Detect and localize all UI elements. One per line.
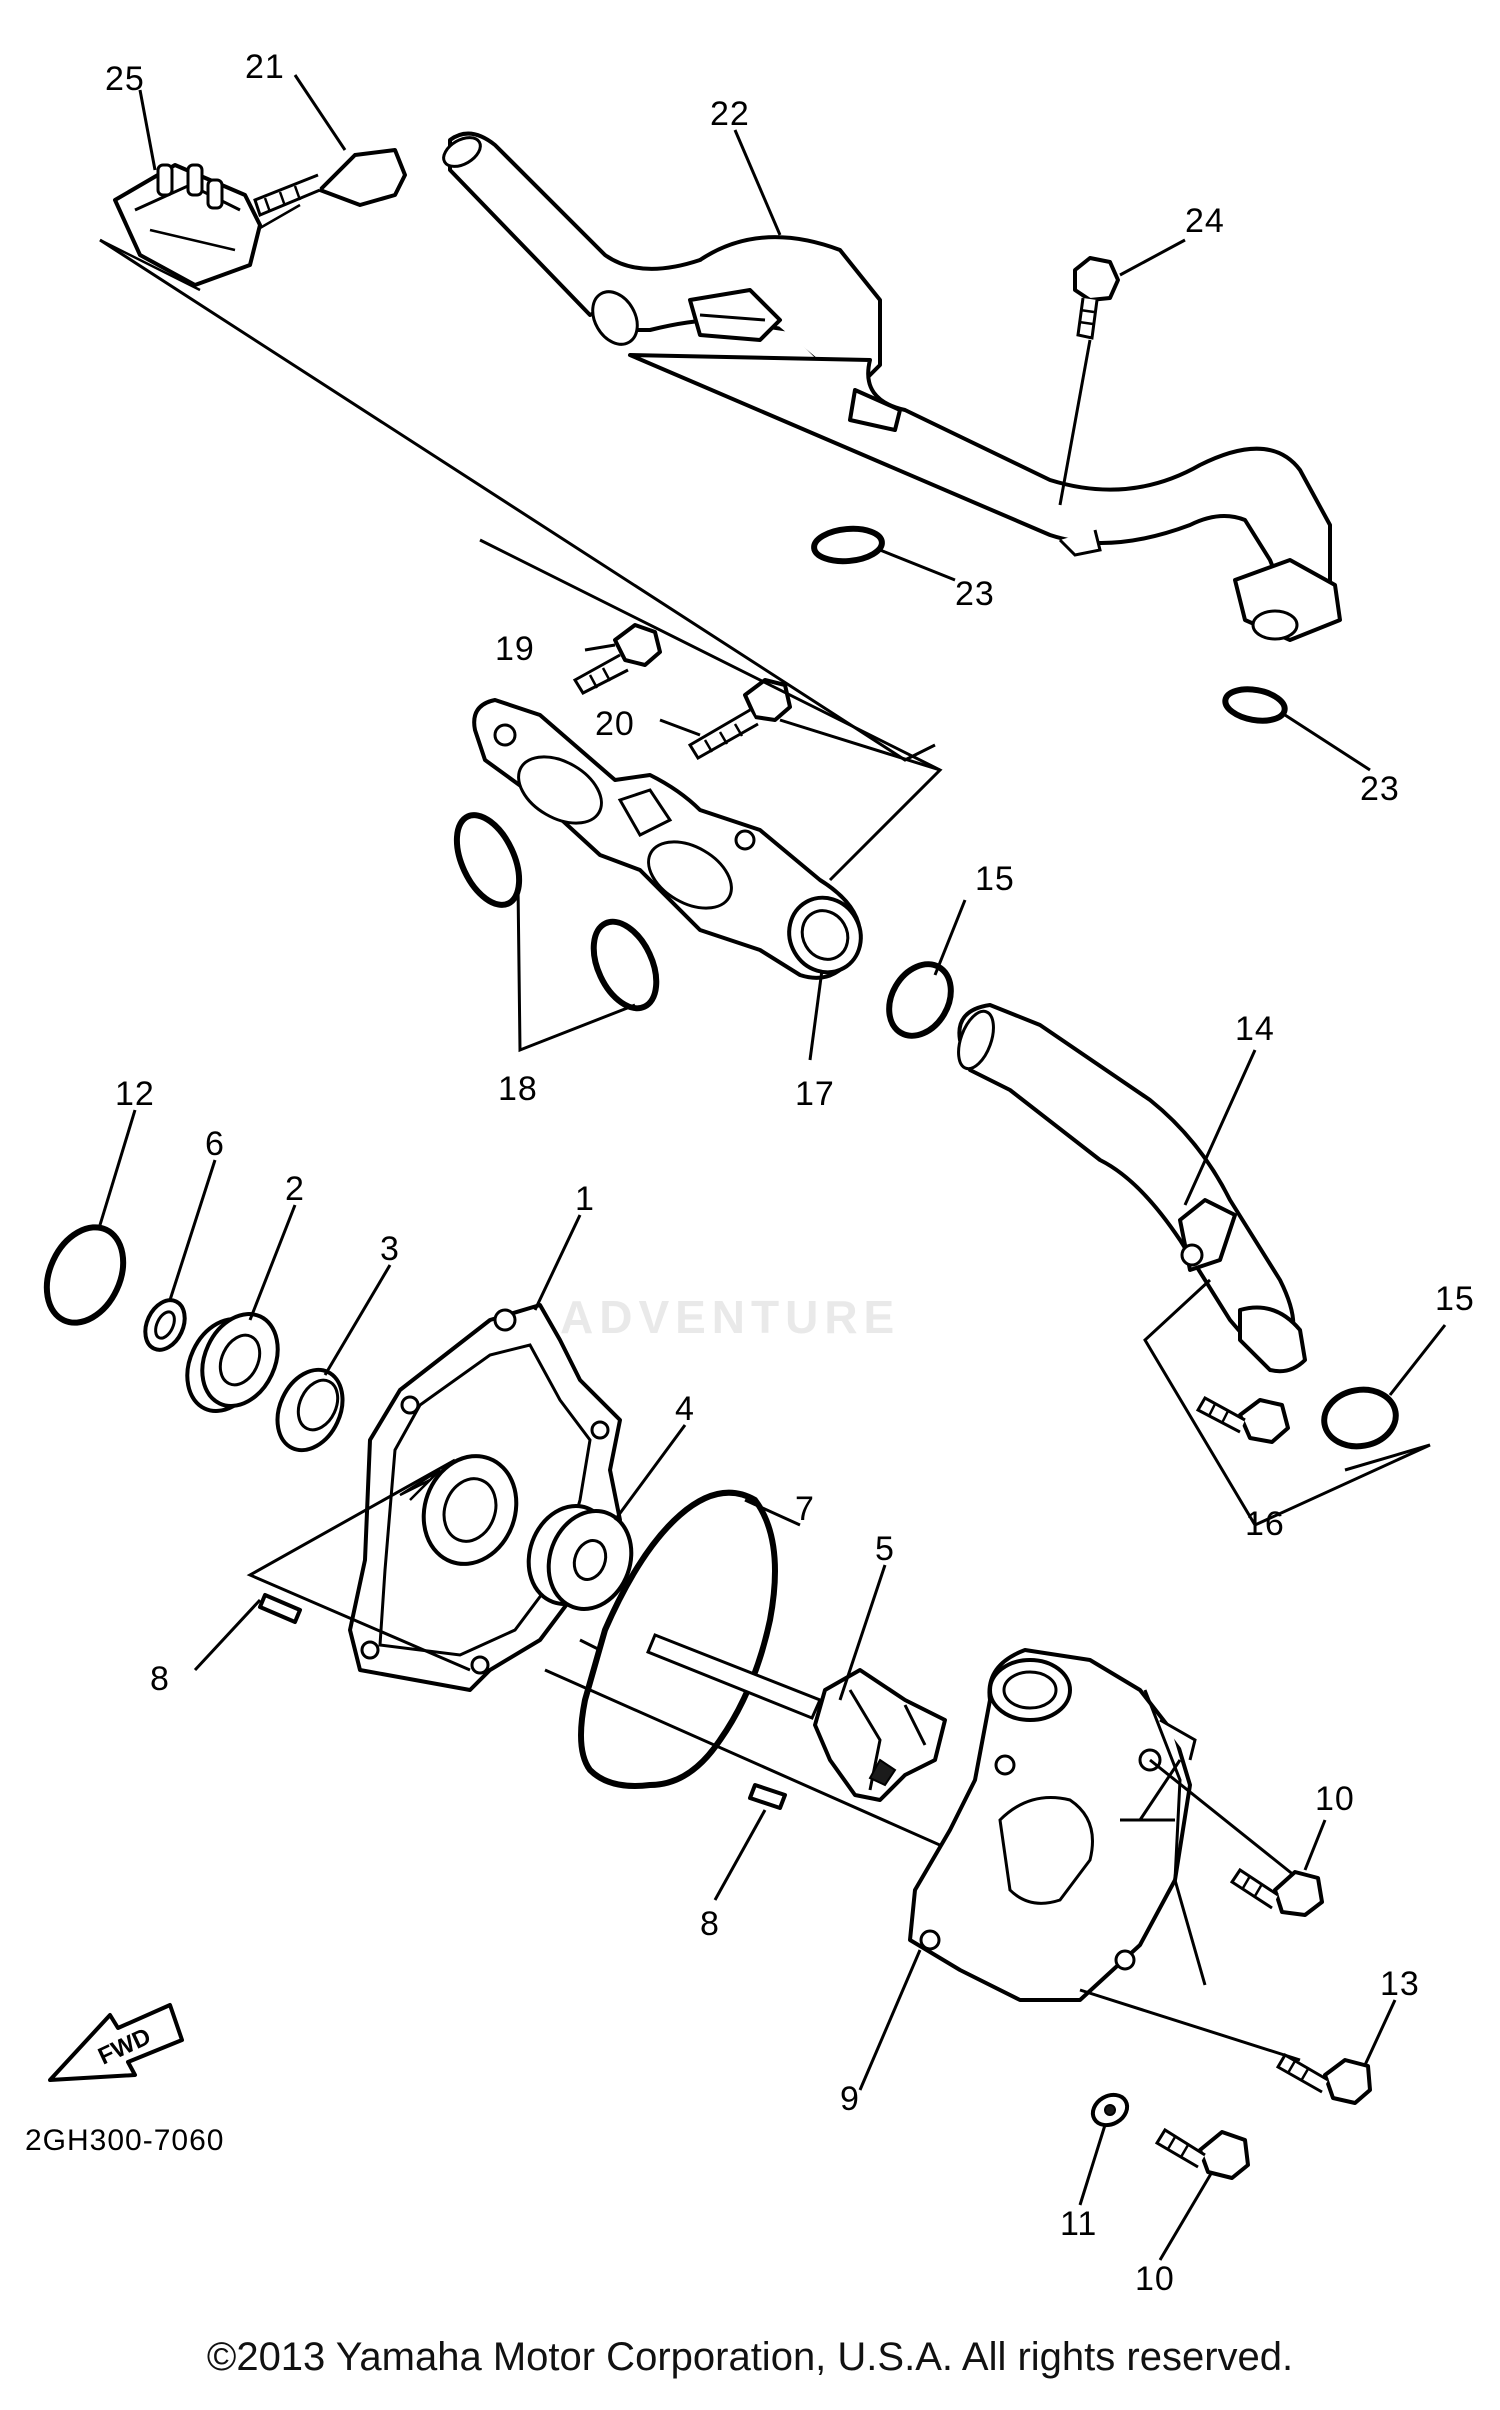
part-24-bolt: [1058, 256, 1120, 506]
callout-22: 22: [710, 95, 750, 133]
callout-20: 20: [595, 705, 635, 743]
part-18-o-ring-a: [453, 812, 523, 908]
part-19-bolt: [572, 623, 662, 695]
part-4-mechanical-seal: [526, 1504, 634, 1611]
callout-17: 17: [795, 1075, 835, 1113]
callout-6: 6: [205, 1125, 225, 1163]
part-8-dowel-pin-b: [748, 1783, 787, 1810]
part-25-bracket: [113, 163, 262, 287]
part-8-dowel-pin-a: [258, 1593, 302, 1624]
callout-15a: 15: [975, 860, 1015, 898]
part-18-o-ring-b: [590, 918, 660, 1012]
callout-2: 2: [285, 1170, 305, 1208]
part-15-o-ring-upper: [886, 961, 954, 1039]
callout-23b: 23: [1360, 770, 1400, 808]
callout-19: 19: [495, 630, 535, 668]
callout-15b: 15: [1435, 1280, 1475, 1318]
callout-1: 1: [575, 1180, 595, 1218]
callout-12: 12: [115, 1075, 155, 1113]
watermark-text: ADVENTURE: [560, 1291, 901, 1343]
callout-8a: 8: [150, 1660, 170, 1698]
callout-3: 3: [380, 1230, 400, 1268]
part-7-gasket: [578, 1489, 778, 1789]
part-21-bolt: [253, 148, 407, 218]
part-14-bypass-hose: [957, 1003, 1307, 1374]
part-17-pipe-joint: [472, 698, 863, 980]
part-9-pump-housing: [908, 1648, 1197, 2002]
callout-16: 16: [1245, 1505, 1285, 1543]
diagram-code: 2GH300-7060: [25, 2124, 224, 2157]
callout-18: 18: [498, 1070, 538, 1108]
callout-11: 11: [1060, 2205, 1097, 2243]
callout-8b: 8: [700, 1905, 720, 1943]
forward-arrow-icon: FWD: [48, 2003, 184, 2082]
callout-13: 13: [1380, 1965, 1420, 2003]
callout-4: 4: [675, 1390, 695, 1428]
callout-21: 21: [245, 48, 285, 86]
part-3-oil-seal: [275, 1367, 345, 1453]
part-15-o-ring-lower: [1321, 1386, 1399, 1450]
callout-7: 7: [795, 1490, 815, 1528]
part-10-bolt-lower: [1154, 2127, 1250, 2180]
callout-14: 14: [1235, 1010, 1275, 1048]
part-20-bolt: [687, 678, 792, 761]
callout-9: 9: [840, 2080, 860, 2118]
part-5-impeller-shaft: [646, 1633, 947, 1802]
part-6-circlip: [143, 1298, 187, 1352]
part-23-o-ring-upper: [811, 525, 885, 565]
callout-24: 24: [1185, 202, 1225, 240]
part-12-o-ring: [43, 1224, 127, 1326]
part-16-bolt: [1195, 1395, 1290, 1444]
part-23-o-ring-lower: [1222, 686, 1288, 724]
callout-10b: 10: [1135, 2260, 1175, 2298]
callout-10a: 10: [1315, 1780, 1355, 1818]
callout-labels: 25 21 22 24 23 23 19 20 15 17 18 14 15 1…: [105, 48, 1475, 2298]
part-10-bolt-upper: [1229, 1867, 1324, 1917]
copyright-notice: ©2013 Yamaha Motor Corporation, U.S.A. A…: [206, 2335, 1294, 2379]
callout-23a: 23: [955, 575, 995, 613]
part-2-bearing: [185, 1312, 280, 1413]
part-22-water-pipe: [442, 131, 1342, 642]
callout-25: 25: [105, 60, 145, 98]
part-11-washer: [1090, 2092, 1130, 2128]
callout-5: 5: [875, 1530, 895, 1568]
leader-lines: [98, 74, 1447, 2261]
part-13-bolt: [1275, 2052, 1372, 2105]
